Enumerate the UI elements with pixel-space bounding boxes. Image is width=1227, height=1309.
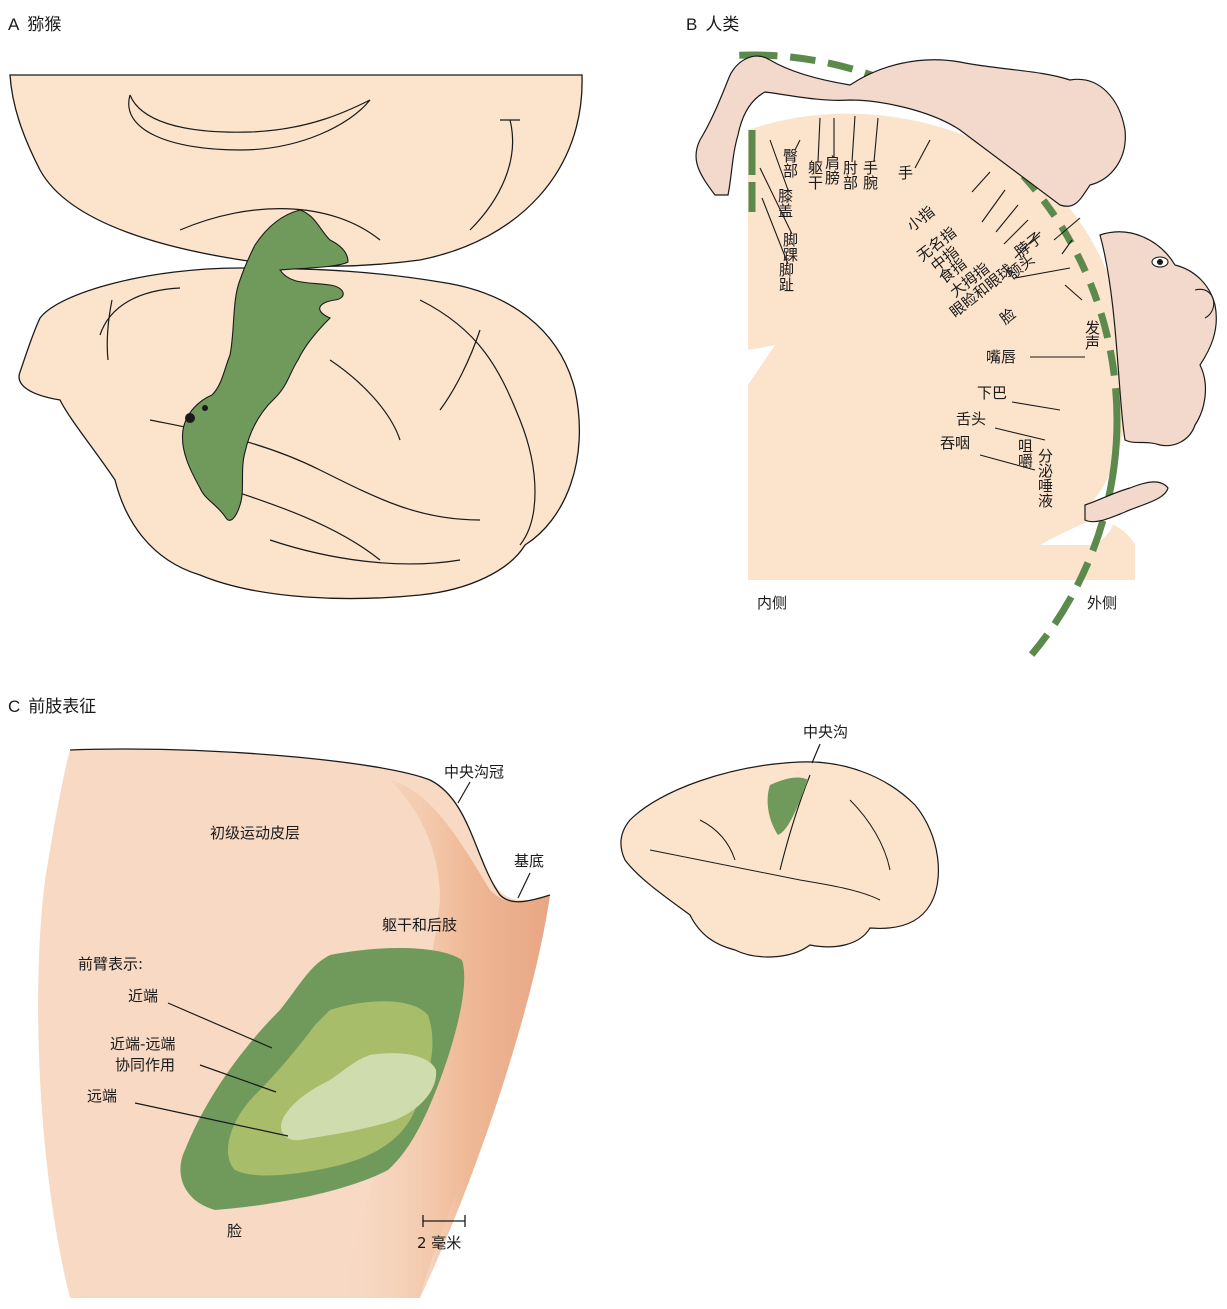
motor-band-segment: [1032, 635, 1048, 655]
legend-proximal-label: 近端: [128, 987, 158, 1005]
homunculus-label: 手: [896, 165, 914, 181]
crown-leader-line: [458, 782, 470, 803]
homunculus-label: 躯干: [806, 160, 824, 190]
scale-bar: 2 毫米: [417, 1215, 465, 1252]
axis-medial-label: 内侧: [757, 594, 787, 612]
inset-central-sulcus-label: 中央沟: [803, 723, 848, 741]
homunculus-label: 臀部: [781, 148, 799, 178]
homunculus-pupil: [1157, 259, 1163, 265]
primary-motor-cortex-label: 初级运动皮层: [210, 824, 300, 842]
forearm-legend-heading: 前臂表示:: [78, 955, 143, 973]
fundus-label: 基底: [514, 852, 544, 870]
panel-a-macaque-brain: [10, 75, 582, 598]
motor-band-segment: [828, 63, 853, 69]
homunculus-label: 吞咽: [940, 434, 970, 452]
homunculus-label: 脚踝: [781, 232, 799, 262]
central-sulcus-crown-label: 中央沟冠: [444, 763, 504, 781]
homunculus-label: 舌头: [956, 410, 986, 428]
legend-distal-label: 远端: [87, 1087, 117, 1105]
homunculus-label: 手腕: [861, 160, 879, 191]
homunculus-label: 肩膀: [823, 155, 841, 186]
panel-b-human-homunculus: 内侧 外侧 臀部躯干肩膀肘部手腕手膝盖脚踝脚趾小指无名指中指食指大拇指脖子额头眼…: [696, 55, 1216, 655]
homunculus-label: 下巴: [977, 384, 1007, 402]
simiunculus-eye: [202, 405, 208, 411]
motor-band-segment: [1110, 350, 1114, 375]
homunculus-label: 嘴唇: [986, 348, 1016, 366]
legend-proximal-distal-label: 近端-远端: [110, 1035, 175, 1053]
homunculus-label: 肘部: [841, 160, 859, 190]
scale-bar-label: 2 毫米: [417, 1234, 461, 1252]
panel-c-forelimb-map: 初级运动皮层 中央沟冠 基底 躯干和后肢 脸 前臂表示: 近端 近端-远端 协同…: [38, 723, 938, 1298]
homunculus-label: 膝盖: [776, 188, 794, 218]
homunculus-label: 发声: [1083, 320, 1101, 350]
simiunculus-eye: [185, 413, 195, 423]
motor-band-segment: [790, 57, 815, 61]
homunculus-label: 脚趾: [777, 262, 795, 292]
legend-synergy-label: 协同作用: [115, 1056, 175, 1074]
motor-band-segment: [1055, 597, 1072, 624]
trunk-hindlimb-label: 躯干和后肢: [382, 916, 457, 934]
face-region-label: 脸: [227, 1222, 242, 1240]
homunculus-label: 分泌唾液: [1036, 448, 1054, 508]
axis-lateral-label: 外侧: [1087, 594, 1117, 612]
fundus-leader-line: [518, 873, 530, 898]
homunculus-label: 咀嚼: [1016, 438, 1034, 468]
inset-central-sulcus-leader: [812, 744, 820, 763]
